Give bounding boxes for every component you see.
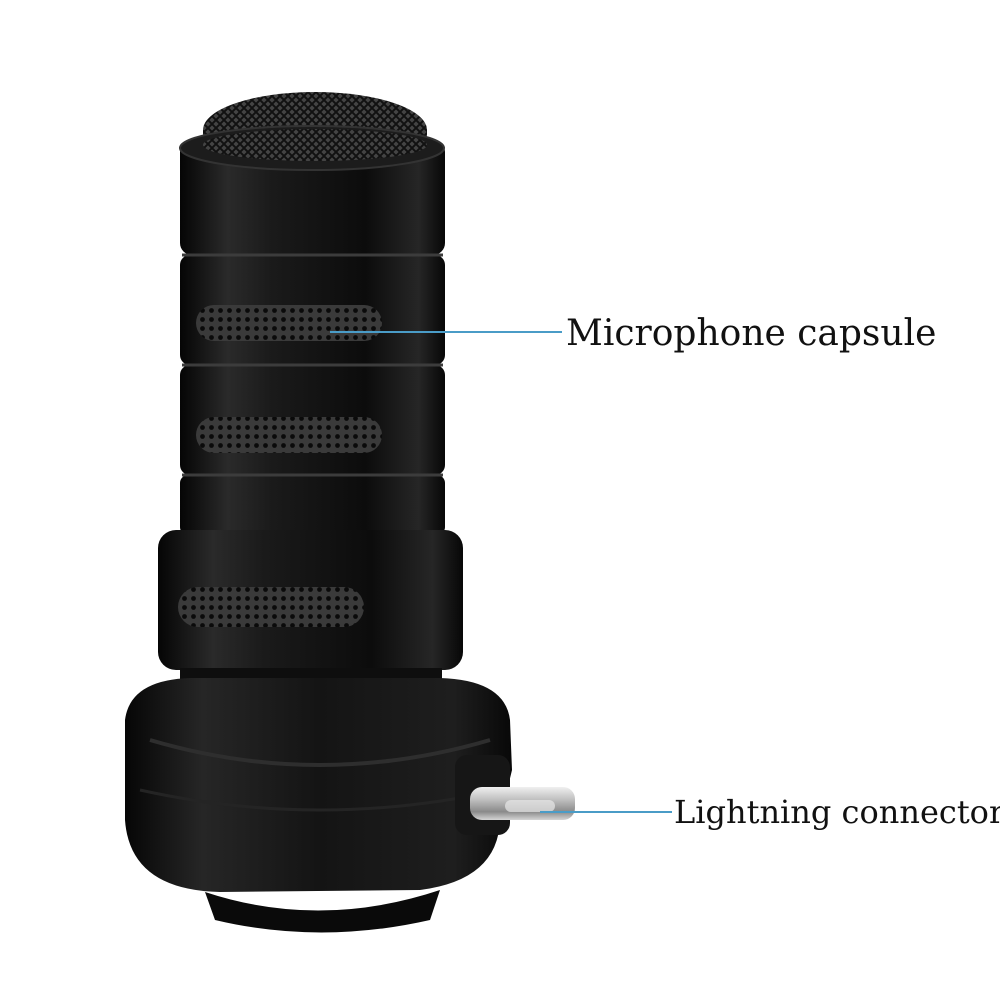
mesh-slot-3 [178,587,364,627]
lightning-connector-label: Lightning connector [674,793,1000,831]
mic-barrel-top [180,140,445,255]
mesh-slot-1 [196,305,382,341]
mesh-slot-2 [196,417,382,453]
microphone-capsule-label: Microphone capsule [566,313,937,354]
mic-base [125,678,512,892]
